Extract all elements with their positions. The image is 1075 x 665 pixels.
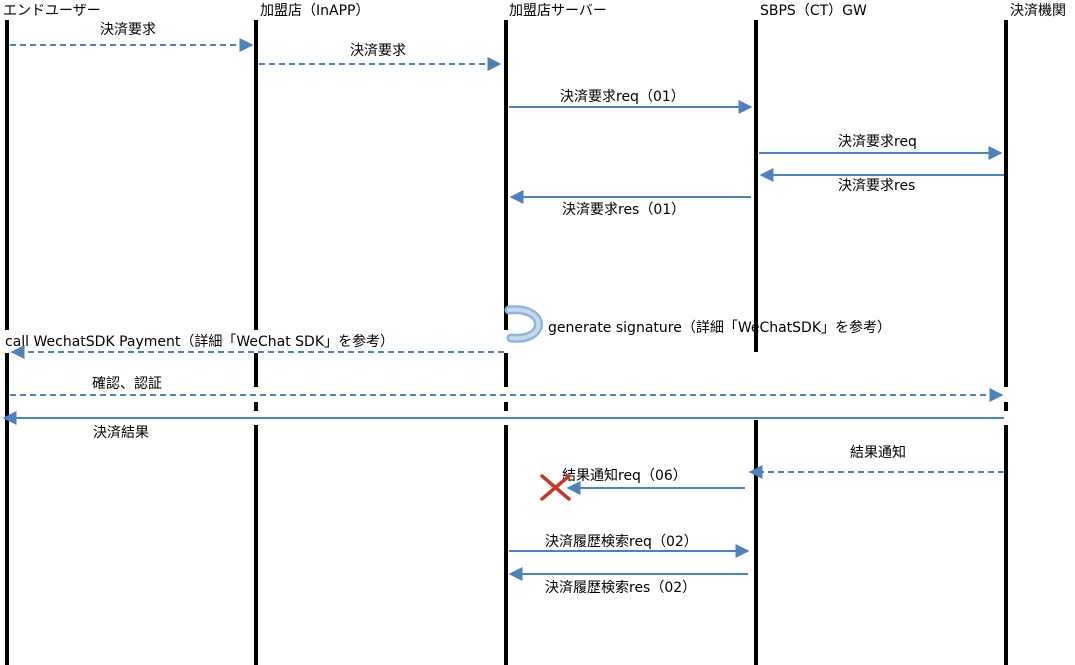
- message-label-confirm-authenticate: 確認、認証: [92, 376, 162, 392]
- participant-sbps-gateway: SBPS（CT）GW: [760, 3, 867, 19]
- message-label-payment-request-res: 決済要求res: [838, 178, 915, 194]
- message-label-result-notification-req-06: 結果通知req（06）: [562, 467, 687, 484]
- message-label-payment-request-req: 決済要求req: [838, 134, 917, 150]
- message-label-payment-request-res-01: 決済要求res（01）: [562, 202, 685, 218]
- message-label-history-search-req-02: 決済履歴検索req（02）: [545, 533, 698, 550]
- message-label-generate-signature: generate signature（詳細「WeChatSDK」を参考）: [548, 319, 891, 336]
- cross-icon: [540, 474, 571, 501]
- message-label-payment-result: 決済結果: [93, 425, 149, 441]
- participant-payment-institution: 決済機関: [1010, 3, 1066, 19]
- message-label-result-notification: 結果通知: [850, 444, 906, 461]
- participant-end-user: エンドユーザー: [3, 3, 101, 19]
- participant-merchant-server: 加盟店サーバー: [509, 3, 607, 19]
- message-label-payment-request-2: 決済要求: [350, 43, 406, 59]
- message-label-history-search-res-02: 決済履歴検索res（02）: [545, 579, 696, 596]
- curved-arrow-icon: [504, 305, 543, 343]
- message-label-payment-request-1: 決済要求: [100, 22, 156, 38]
- message-label-call-wechat-sdk: call WechatSDK Payment（詳細「WeChat SDK」を参考…: [5, 333, 394, 350]
- message-label-payment-request-req-01: 決済要求req（01）: [560, 89, 685, 105]
- participant-merchant-app: 加盟店（InAPP）: [260, 3, 369, 19]
